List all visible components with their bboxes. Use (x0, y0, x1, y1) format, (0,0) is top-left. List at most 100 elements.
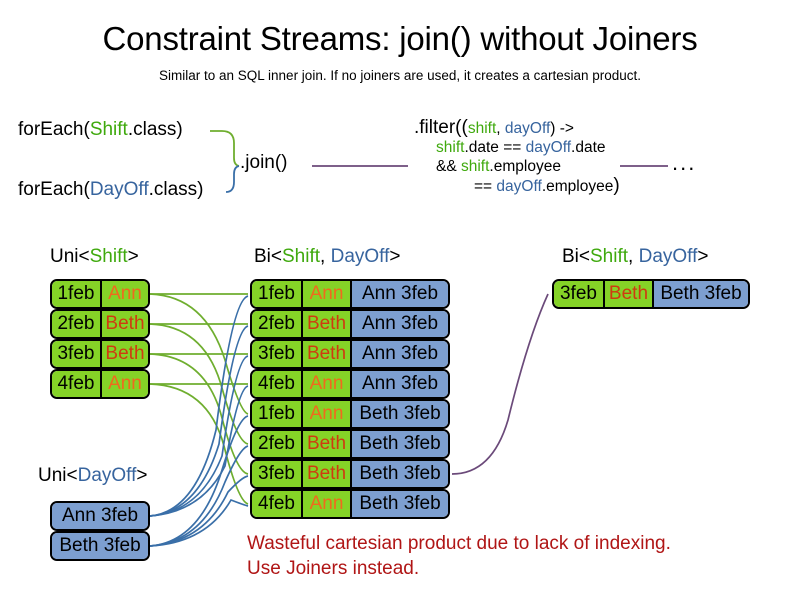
page-title: Constraint Streams: join() without Joine… (102, 20, 698, 57)
cell-employee: Ann (302, 281, 350, 307)
table-row[interactable]: 4feb Ann Ann 3feb (250, 369, 450, 399)
table-row[interactable]: 4feb Ann (50, 369, 150, 399)
cell-dayoff: Beth 3feb (52, 533, 148, 559)
cell-date: 4feb (252, 491, 303, 517)
cell-dayoff: Beth 3feb (350, 491, 448, 517)
stream-header-bi-middle: Bi<Shift, DayOff> (254, 246, 400, 268)
cell-dayoff: Ann 3feb (52, 503, 148, 529)
table-row[interactable]: 2feb Beth (50, 309, 150, 339)
cell-employee: Ann (302, 401, 350, 427)
filter-l4-eq: == (474, 178, 497, 195)
filter-param-comma: , (496, 120, 505, 137)
bi-right-type1: Shift (590, 246, 629, 267)
foreach-dayoff-type: DayOff (89, 179, 149, 200)
code-join-label: .join() (240, 152, 288, 173)
warning-line-1: Wasteful cartesian product due to lack o… (247, 533, 671, 554)
table-row[interactable]: 3feb Beth (50, 339, 150, 369)
filter-l3-amp: && (436, 158, 461, 175)
cell-employee: Beth (302, 431, 350, 457)
filter-close-paren: ) (613, 175, 620, 196)
bi-right-suffix: > (697, 246, 709, 267)
foreach-shift-suffix: .class) (127, 119, 183, 140)
cell-employee: Beth (302, 341, 350, 367)
cell-dayoff: Beth 3feb (350, 461, 448, 487)
pipeline-ellipsis: ... (672, 150, 697, 175)
cell-employee: Beth (101, 341, 148, 367)
stream-header-uni-shift: Uni<Shift> (50, 246, 139, 268)
code-filter-block: .filter((shift, dayOff) -> shift.date ==… (414, 118, 620, 196)
foreach-shift-type: Shift (89, 119, 128, 140)
table-row[interactable]: 4feb Ann Beth 3feb (250, 489, 450, 519)
cell-date: 3feb (252, 461, 303, 487)
filter-line-1: .filter((shift, dayOff) -> (414, 118, 620, 138)
cell-employee: Ann (302, 491, 350, 517)
uni-dayoff-prefix: Uni< (38, 465, 78, 486)
cell-employee: Beth (604, 281, 652, 307)
filter-param-shift: shift (467, 120, 497, 137)
uni-shift-type: Shift (89, 246, 128, 267)
cell-date: 1feb (252, 401, 303, 427)
cell-date: 2feb (252, 311, 303, 337)
cell-date: 1feb (252, 281, 303, 307)
bi-right-prefix: Bi< (562, 246, 590, 267)
bi-mid-suffix: > (389, 246, 401, 267)
cell-employee: Ann (302, 371, 350, 397)
filter-line-3: && shift.employee (414, 157, 620, 176)
table-row[interactable]: 3feb Beth Beth 3feb (552, 279, 750, 309)
cell-employee: Beth (302, 311, 350, 337)
cell-date: 2feb (52, 311, 102, 337)
table-row[interactable]: 3feb Beth Beth 3feb (250, 459, 450, 489)
filter-result-wire (451, 293, 549, 475)
bi-mid-type1: Shift (282, 246, 321, 267)
filter-l2-dayoff: dayOff (525, 139, 572, 156)
bi-mid-type2: DayOff (330, 246, 390, 267)
filter-param-dayoff: dayOff (504, 120, 551, 137)
cell-employee: Beth (101, 311, 148, 337)
cell-date: 3feb (52, 341, 102, 367)
cell-employee: Ann (101, 281, 148, 307)
join-brace (210, 130, 240, 193)
list-item[interactable]: Beth 3feb (50, 531, 150, 561)
table-row[interactable]: 2feb Beth Beth 3feb (250, 429, 450, 459)
filter-l3-end: .employee (489, 158, 561, 175)
filter-l3-shift: shift (460, 158, 490, 175)
code-foreach-dayoff: forEach(DayOff.class) (18, 180, 204, 199)
cell-dayoff: Ann 3feb (350, 341, 448, 367)
cell-dayoff: Ann 3feb (350, 281, 448, 307)
bi-mid-comma: , (320, 246, 331, 267)
warning-text: Wasteful cartesian product due to lack o… (247, 531, 671, 581)
list-item[interactable]: Ann 3feb (50, 501, 150, 531)
cell-date: 3feb (554, 281, 605, 307)
cell-dayoff: Ann 3feb (350, 371, 448, 397)
stream-header-bi-right: Bi<Shift, DayOff> (562, 246, 708, 268)
table-row[interactable]: 3feb Beth Ann 3feb (250, 339, 450, 369)
cell-dayoff: Ann 3feb (350, 311, 448, 337)
bi-mid-prefix: Bi< (254, 246, 282, 267)
filter-l2-shift: shift (436, 139, 465, 156)
bi-right-type2: DayOff (638, 246, 698, 267)
page-subtitle: Similar to an SQL inner join. If no join… (159, 68, 641, 83)
cell-dayoff: Beth 3feb (350, 431, 448, 457)
uni-dayoff-suffix: > (136, 465, 148, 486)
uni-dayoff-type: DayOff (77, 465, 137, 486)
cell-date: 2feb (252, 431, 303, 457)
bi-right-comma: , (628, 246, 639, 267)
table-row[interactable]: 2feb Beth Ann 3feb (250, 309, 450, 339)
filter-l2-mid: .date == (464, 139, 526, 156)
cell-date: 1feb (52, 281, 102, 307)
filter-line-2: shift.date == dayOff.date (414, 138, 620, 157)
shift-to-bi-wires (149, 293, 249, 505)
uni-shift-prefix: Uni< (50, 246, 90, 267)
table-row[interactable]: 1feb Ann Beth 3feb (250, 399, 450, 429)
dayoff-to-bi-wires (149, 295, 249, 547)
warning-line-2: Use Joiners instead. (247, 558, 420, 579)
cell-date: 4feb (252, 371, 303, 397)
filter-l4-dayoff: dayOff (496, 178, 542, 195)
table-row[interactable]: 1feb Ann (50, 279, 150, 309)
foreach-dayoff-prefix: forEach( (18, 179, 90, 200)
cell-date: 4feb (52, 371, 102, 397)
table-row[interactable]: 1feb Ann Ann 3feb (250, 279, 450, 309)
filter-open: .filter(( (414, 117, 468, 138)
filter-l2-end: .date (571, 139, 606, 156)
